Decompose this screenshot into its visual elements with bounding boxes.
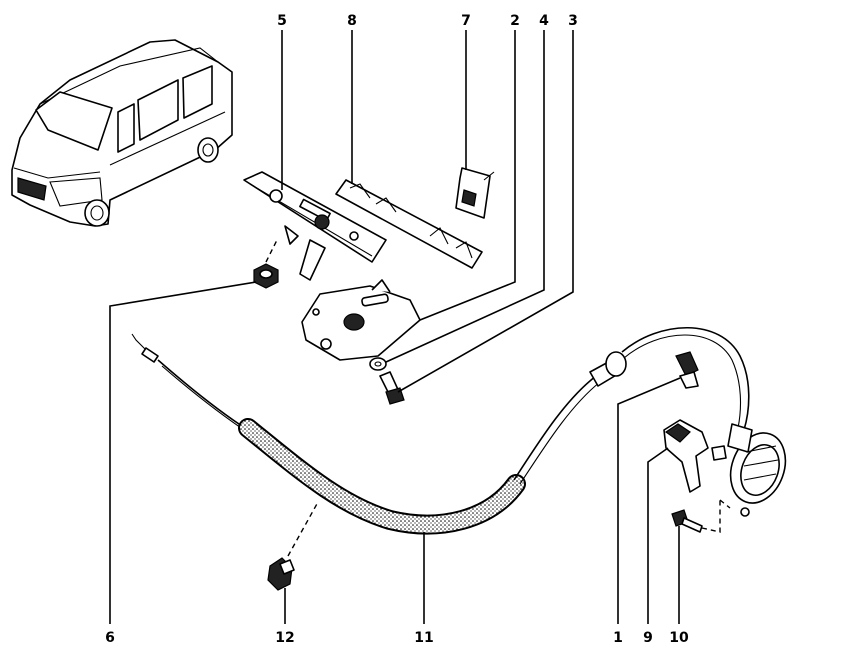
callout-8: 8	[347, 13, 357, 29]
part-9-lever	[663, 419, 727, 493]
part-2-bracket	[301, 279, 421, 361]
leader-2	[419, 30, 516, 321]
callout-2: 2	[510, 13, 520, 29]
leader-3	[397, 30, 574, 393]
part-6-nut	[253, 237, 279, 289]
leader-6	[109, 281, 257, 624]
callout-7: 7	[461, 13, 471, 29]
part-11-cable	[131, 327, 787, 535]
callout-1: 1	[613, 630, 623, 646]
part-10-screw	[671, 499, 731, 533]
callout-5: 5	[277, 13, 287, 29]
callout-4: 4	[539, 13, 549, 29]
leader-1	[617, 377, 681, 624]
callout-11: 11	[414, 630, 433, 646]
callout-labels: 5 8 7 2 4 3 6 12 11 1 9 10	[105, 13, 689, 646]
part-8-plate	[335, 179, 483, 269]
part-12-clip	[267, 501, 319, 591]
part-3-bolt	[379, 371, 405, 405]
callout-12: 12	[275, 630, 294, 646]
part-1-clip	[675, 351, 699, 389]
leader-9	[647, 447, 669, 624]
part-5-mounting-rail	[243, 171, 387, 281]
callout-3: 3	[568, 13, 578, 29]
part-7-clip	[455, 167, 495, 219]
callout-10: 10	[669, 630, 689, 646]
callout-9: 9	[643, 630, 653, 646]
leader-4	[385, 30, 545, 363]
leader-lines	[109, 30, 681, 624]
part-4-washer	[369, 357, 387, 371]
van-illustration	[11, 39, 233, 227]
callout-6: 6	[105, 630, 115, 646]
